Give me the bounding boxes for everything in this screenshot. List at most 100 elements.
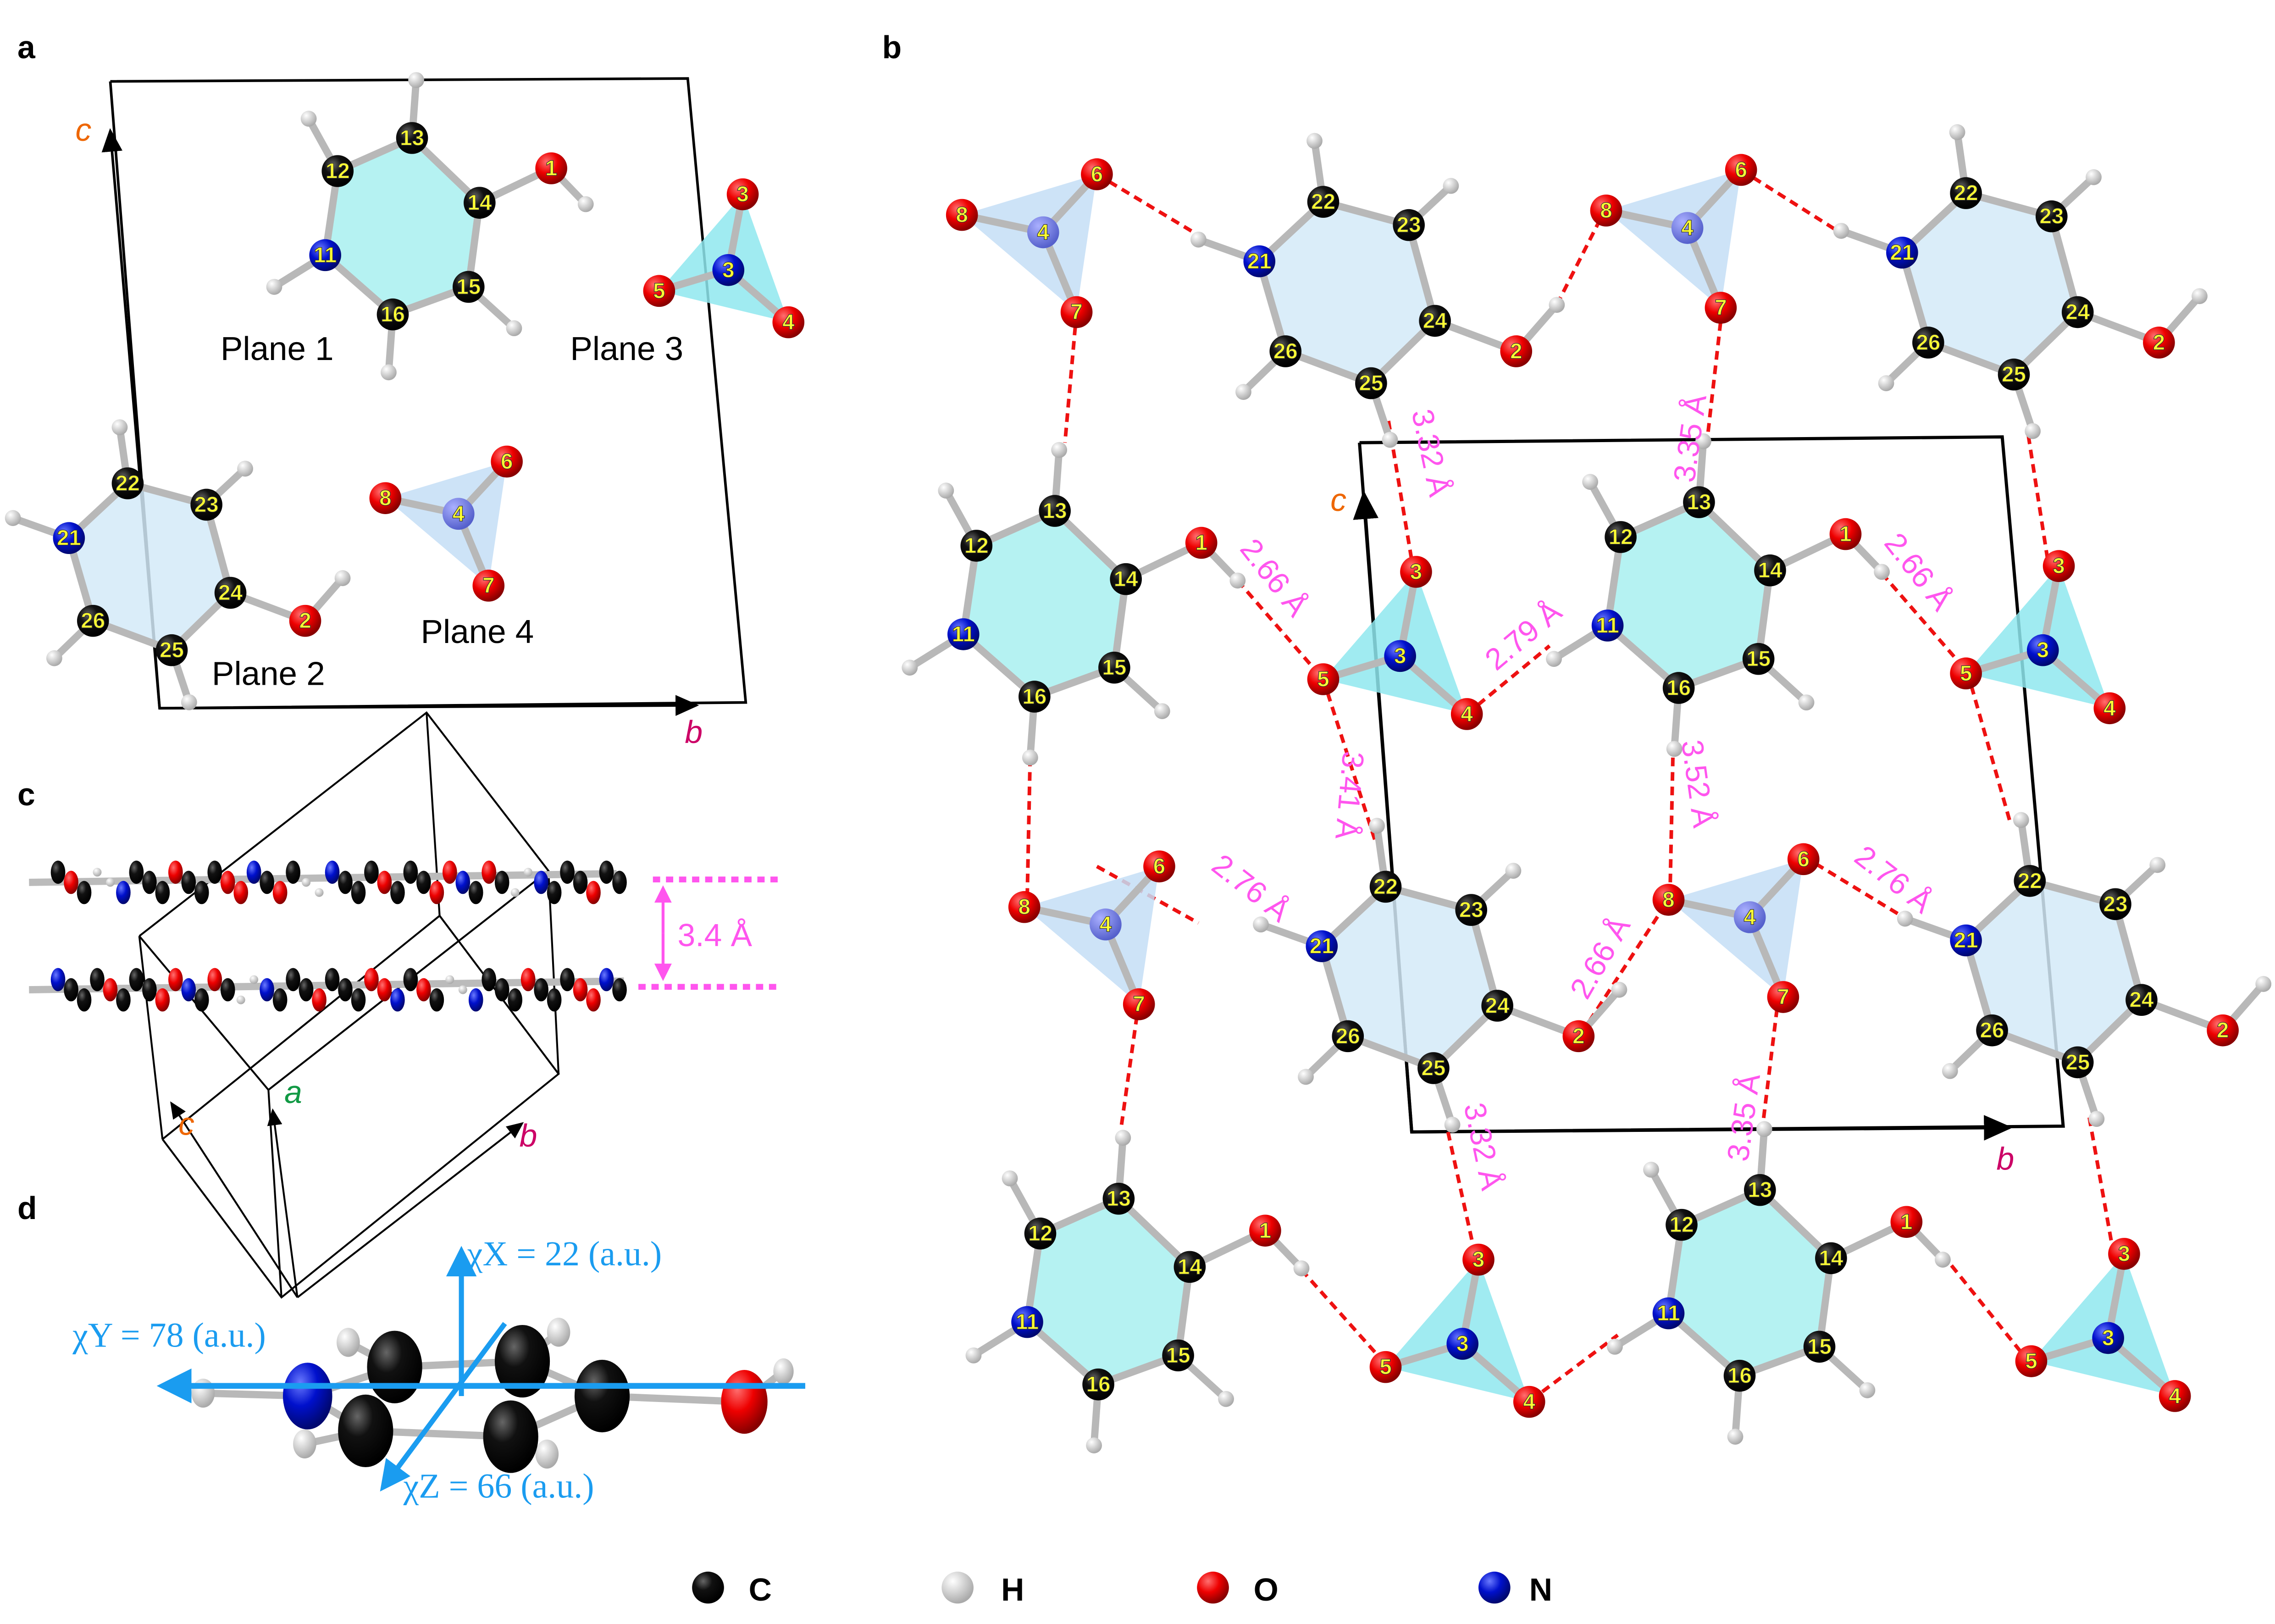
atom-c26 [1269,335,1302,367]
atom-c12 [1605,521,1637,553]
atom-number-label: 13 [1043,499,1067,523]
hydrogen-atom [938,482,954,499]
stacked-atom [272,881,288,904]
atom-number-label: 15 [1746,647,1771,671]
atom-number-label: 4 [1523,1390,1536,1414]
atom-number-label: 22 [1373,875,1398,899]
atom-n3 [1384,640,1416,672]
atom-number-label: 21 [57,526,81,550]
stacked-atom [494,978,509,1002]
atom-o5 [643,275,675,307]
stacked-atom [260,978,274,1002]
stacked-atom [429,988,444,1012]
hydrogen-atom [1695,433,1711,449]
atom-number-label: 4 [2169,1384,2181,1408]
stacked-atom [468,881,483,904]
atom-c12 [1024,1217,1057,1250]
atom-number-label: 7 [1070,300,1082,324]
stacking-distance-label: 3.4 Å [678,917,753,953]
atom-c26 [1976,1014,2008,1047]
atom-o6 [1143,850,1175,882]
ring-plane [1027,1198,1190,1385]
stacked-atom [220,978,235,1002]
stacked-atom [181,870,196,894]
atom-number-label: 23 [1459,898,1483,922]
stacked-atom [351,988,366,1012]
hydrogen-atom [965,1347,982,1363]
chi-z-label: χZ = 66 (a.u.) [403,1467,594,1505]
atom-number-label: 3 [1472,1247,1484,1272]
atom-c16 [376,298,409,331]
atom-o2 [2143,327,2175,359]
atom-c14 [1173,1251,1206,1283]
atom-number-label: 2 [299,609,311,633]
axis-label-b: b [1997,1141,2015,1176]
stacked-atom [351,881,366,904]
stacked-atom [103,978,118,1002]
stacked-atom [315,888,324,897]
hydrogen-atom [506,320,522,337]
axis-label-b: b [520,1118,537,1153]
atom-o2 [1500,335,1533,367]
atom-number-label: 6 [1091,162,1103,186]
hydrogen-atom [1942,1063,1958,1079]
stacked-atom [455,870,470,894]
atom-c23 [1393,209,1425,241]
atom-n11 [1591,610,1624,642]
atom-o2 [1562,1020,1595,1053]
atom-c16 [1662,672,1695,704]
atom-number-label: 6 [1798,847,1810,871]
stacked-atom [249,975,259,984]
hydrogen-atom [1897,910,1913,927]
hydrogen-bond [1025,757,1032,897]
atom-number-label: 11 [952,622,975,646]
stacked-atom [194,881,209,904]
stacked-atom [90,968,105,992]
atom-number-label: 26 [1336,1024,1360,1048]
atom-number-label: 25 [2065,1050,2090,1075]
atom-o4 [2159,1380,2191,1412]
atom-number-label: 24 [1485,993,1510,1018]
atom-number-label: 14 [1819,1246,1843,1270]
atom-number-label: 6 [1735,158,1747,182]
atom-number-label: 6 [1153,854,1165,879]
hydrogen-atom [1218,1391,1234,1407]
hydrogen-bond [1063,312,1079,443]
atom-c14 [464,187,496,219]
hydrogen-atom [1190,231,1207,248]
atom-number-label: 14 [1114,567,1138,591]
atom-c23 [1455,894,1488,926]
panel-label-c: c [17,776,35,812]
atom-number-label: 5 [1317,667,1329,692]
atom-number-label: 1 [1900,1210,1912,1234]
stacked-atom [403,860,418,884]
hydrogen-atom [2255,976,2272,992]
atom-o3 [2043,550,2075,582]
atom-number-label: 25 [2002,362,2026,387]
panel-label-a: a [17,29,36,65]
atom-number-label: 13 [1748,1178,1772,1202]
atom-n4 [442,498,475,530]
distance-label: 3.32 Å [1457,1100,1508,1193]
hydrogen-atom [1229,572,1246,589]
legend-hydrogen-label: H [1001,1572,1024,1607]
stacked-atom [338,870,353,894]
atom-o1 [1185,527,1218,559]
atom-c13 [1039,495,1071,527]
atom-o5 [1950,657,1982,690]
atom-number-label: 12 [1670,1213,1694,1237]
hydrogen-atom [408,72,424,89]
plane-4-label: Plane 4 [421,613,534,650]
atom-number-label: 25 [1359,371,1384,395]
atom-n21 [1243,245,1276,277]
atom-n4 [1027,216,1059,249]
atom-n3 [2026,634,2059,666]
